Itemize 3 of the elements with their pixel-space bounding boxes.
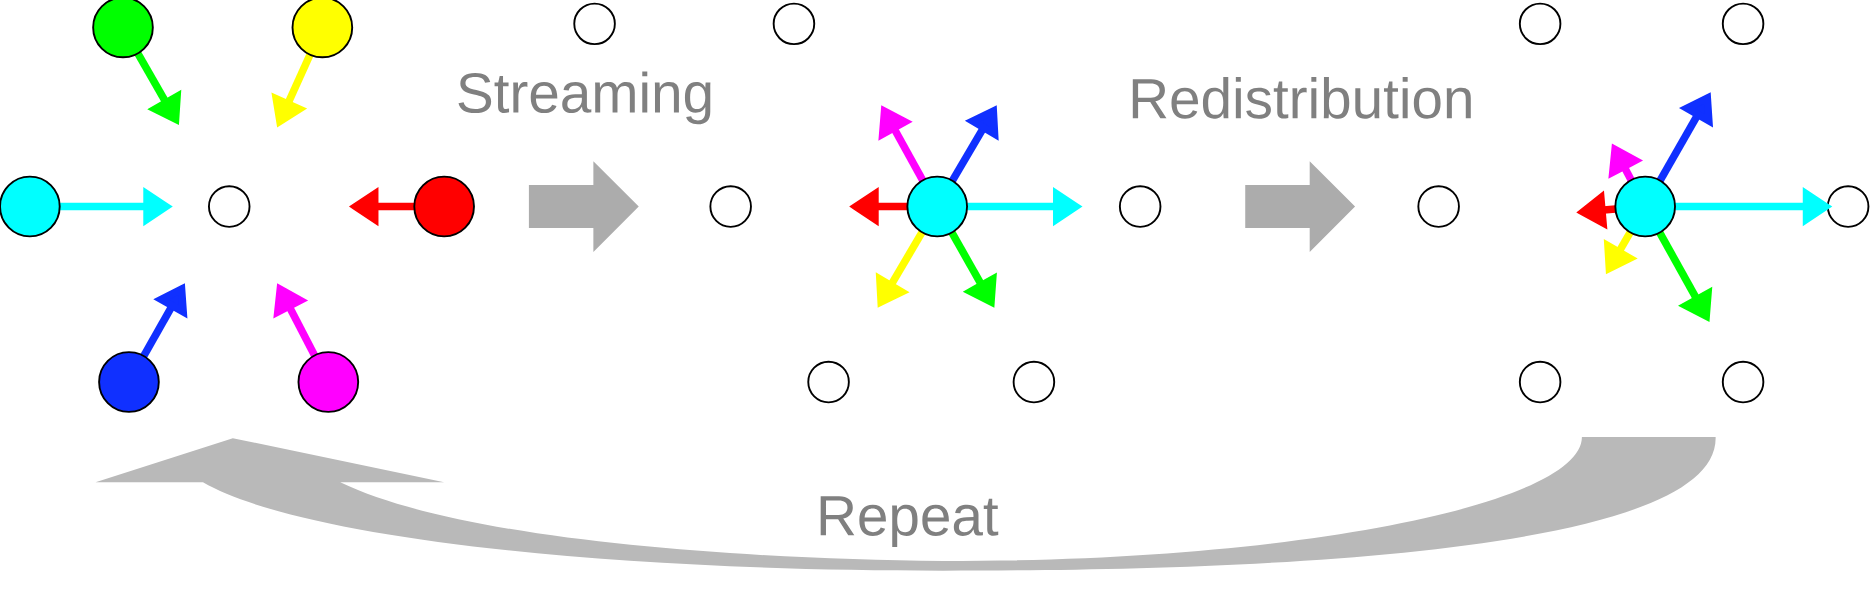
step-label: Redistribution	[1132, 76, 1471, 119]
step-label: Repeat	[820, 496, 999, 547]
step-label: Streaming	[458, 71, 711, 125]
